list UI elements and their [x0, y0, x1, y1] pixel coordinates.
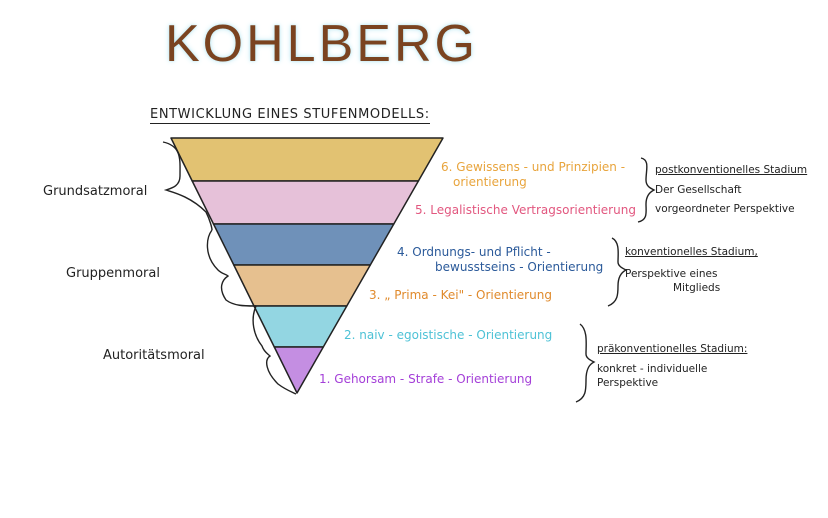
left-label-gruppenmoral: Gruppenmoral	[66, 266, 160, 281]
stage-4-line2: bewusstseins - Orientierung	[435, 260, 604, 274]
tier-praekonventionell-line1: konkret - individuelle	[597, 363, 708, 375]
brace-autoritaetsmoral	[252, 305, 297, 395]
stage-6-line1: 6. Gewissens - und Prinzipien -	[441, 160, 626, 174]
tier-konventionell-line2: Mitglieds	[673, 282, 721, 294]
brace-konventionell	[607, 237, 628, 307]
brace-postkonventionell	[637, 157, 656, 223]
pyramid-band-stage-3	[233, 264, 372, 307]
tier-postkonventionell-line1: Der Gesellschaft	[655, 184, 742, 196]
tier-konventionell-heading: konventionelles Stadium,	[625, 246, 758, 258]
pyramid-band-stage-5	[191, 180, 420, 225]
stage-2-label: 2. naiv - egoistische - Orientierung	[344, 328, 553, 342]
stage-3-label: 3. „ Prima - Kei" - Orientierung	[369, 288, 552, 302]
pyramid-band-stage-2	[253, 305, 348, 348]
tier-praekonventionell-line2: Perspektive	[597, 377, 659, 389]
brace-grundsatzmoral	[162, 141, 213, 231]
subtitle: ENTWICKLUNG EINES STUFENMODELLS:	[150, 107, 430, 124]
pyramid-band-stage-6	[170, 137, 444, 182]
stage-5-label: 5. Legalistische Vertragsorientierung	[415, 203, 636, 217]
left-label-autoritaetsmoral: Autoritätsmoral	[103, 348, 205, 363]
tier-konventionell: konventionelles Stadium, Perspektive ein…	[625, 245, 758, 295]
stage-6-label: 6. Gewissens - und Prinzipien - orientie…	[441, 160, 625, 190]
pyramid-band-stage-1	[273, 346, 325, 394]
page-title: KOHLBERG	[165, 15, 478, 73]
pyramid-band-stage-4	[212, 223, 395, 266]
tier-postkonventionell-line2: vorgeordneter Perspektive	[655, 203, 795, 215]
left-label-grundsatzmoral: Grundsatzmoral	[43, 184, 148, 199]
brace-praekonventionell	[575, 323, 596, 403]
tier-postkonventionell-heading: postkonventionelles Stadium	[655, 164, 808, 176]
tier-postkonventionell: postkonventionelles Stadium Der Gesellsc…	[655, 163, 807, 216]
tier-praekonventionell: präkonventionelles Stadium: konkret - in…	[597, 342, 747, 390]
stage-4-line1: 4. Ordnungs- und Pflicht -	[397, 245, 551, 259]
stage-4-label: 4. Ordnungs- und Pflicht - bewusstseins …	[397, 245, 603, 275]
tier-konventionell-line1: Perspektive eines	[625, 268, 718, 280]
tier-praekonventionell-heading: präkonventionelles Stadium:	[597, 343, 748, 355]
stage-6-line2: orientierung	[453, 175, 527, 189]
stage-1-label: 1. Gehorsam - Strafe - Orientierung	[319, 372, 533, 386]
brace-gruppenmoral	[206, 229, 257, 307]
